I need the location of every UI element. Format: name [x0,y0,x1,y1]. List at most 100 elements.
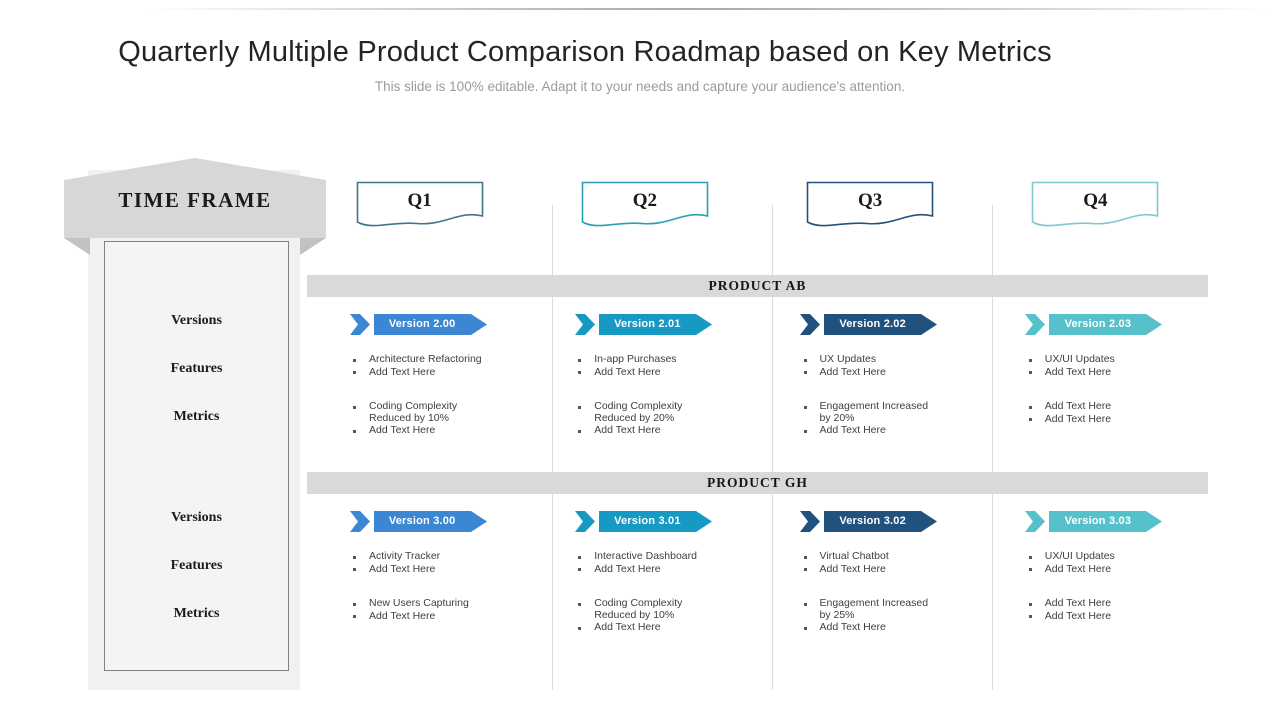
timeframe-label-features-1: Features [170,361,223,376]
list-item: Add Text Here [576,366,726,379]
list-item: Virtual Chatbot [802,550,952,563]
timeframe-title: TIME FRAME [118,188,272,212]
list-item: Add Text Here [802,424,952,437]
product-band-ab: PRODUCT AB [307,275,1208,297]
flag-wave-icon [356,181,483,227]
version-badge: Version 3.02 [800,510,940,533]
feature-list: Activity Tracker Add Text Here [351,550,501,576]
list-item: Add Text Here [576,621,726,634]
list-item: Add Text Here [1027,610,1177,623]
list-item: Add Text Here [1027,413,1177,426]
metric-list: New Users Capturing Add Text Here [351,597,501,623]
cell-ab-q3: Version 2.02 UX Updates Add Text Here En… [758,297,983,472]
flag-wave-icon [806,181,934,227]
timeframe-box [104,241,289,671]
list-item: UX Updates [802,353,952,366]
cell-gh-q1: Version 3.00 Activity Tracker Add Text H… [307,494,532,669]
list-item: Add Text Here [351,563,501,576]
list-item: Architecture Refactoring [351,353,501,366]
metric-list: Add Text Here Add Text Here [1027,400,1177,426]
quarter-header-row: Q1 Q2 Q3 Q4 [307,178,1208,238]
metric-list: Engagement Increased by 25% Add Text Her… [802,597,952,635]
list-item: New Users Capturing [351,597,501,610]
timeframe-label-metrics-1: Metrics [173,409,220,424]
version-arrow-icon [349,314,487,335]
product-band-gh: PRODUCT GH [307,472,1208,494]
timeframe-label-metrics-2: Metrics [173,606,220,621]
column-divider [992,205,993,690]
timeframe-ribbon-icon [64,158,326,255]
version-badge: Version 2.03 [1025,313,1165,336]
list-item: Coding Complexity Reduced by 10% [576,597,726,621]
version-arrow-icon [1025,314,1163,335]
list-item: Add Text Here [576,563,726,576]
feature-list: Interactive Dashboard Add Text Here [576,550,726,576]
cell-ab-q1: Version 2.00 Architecture Refactoring Ad… [307,297,532,472]
metric-list: Add Text Here Add Text Here [1027,597,1177,623]
list-item: Coding Complexity Reduced by 10% [351,400,501,424]
cell-gh-q4: Version 3.03 UX/UI Updates Add Text Here… [983,494,1208,669]
version-badge: Version 3.00 [349,510,490,533]
timeframe-label-versions-1: Versions [171,313,222,328]
version-label: Version 2.00 [388,318,456,330]
list-item: Interactive Dashboard [576,550,726,563]
list-item: Add Text Here [802,621,952,634]
list-item: Activity Tracker [351,550,501,563]
list-item: Add Text Here [351,610,501,623]
version-label: Version 2.02 [839,318,906,330]
version-label: Version 2.01 [614,318,681,330]
list-item: Add Text Here [1027,366,1177,379]
feature-list: UX/UI Updates Add Text Here [1027,550,1177,576]
quarter-flag-q4: Q4 [1031,181,1159,231]
version-badge: Version 3.01 [574,510,715,533]
timeframe-label-features-2: Features [170,558,223,573]
quarter-flag-q3: Q3 [806,181,934,231]
version-arrow-icon [574,511,712,532]
quarter-label: Q3 [857,190,883,211]
version-label: Version 3.01 [614,515,681,527]
quarter-label: Q2 [632,190,658,211]
version-label: Version 2.03 [1064,318,1132,330]
version-arrow-icon [349,511,487,532]
list-item: Add Text Here [1027,597,1177,610]
list-item: Add Text Here [1027,400,1177,413]
page-subtitle: This slide is 100% editable. Adapt it to… [374,79,906,94]
cell-gh-q3: Version 3.02 Virtual Chatbot Add Text He… [758,494,983,669]
feature-list: Virtual Chatbot Add Text Here [802,550,952,576]
list-item: Engagement Increased by 20% [802,400,952,424]
version-arrow-icon [800,511,938,532]
quarter-label: Q1 [407,190,432,211]
version-badge: Version 3.03 [1025,510,1165,533]
list-item: UX/UI Updates [1027,550,1177,563]
version-label: Version 3.02 [839,515,906,527]
feature-list: Architecture Refactoring Add Text Here [351,353,501,379]
version-badge: Version 2.02 [800,313,940,336]
list-item: UX/UI Updates [1027,353,1177,366]
list-item: In-app Purchases [576,353,726,366]
quarter-flag-q2: Q2 [581,181,709,231]
list-item: Engagement Increased by 25% [802,597,952,621]
version-label: Version 3.03 [1064,515,1132,527]
metric-list: Engagement Increased by 20% Add Text Her… [802,400,952,438]
quarter-flag-q1: Q1 [356,181,484,231]
metric-list: Coding Complexity Reduced by 10% Add Tex… [351,400,501,438]
cell-ab-q4: Version 2.03 UX/UI Updates Add Text Here… [983,297,1208,472]
list-item: Add Text Here [802,563,952,576]
version-badge: Version 2.00 [349,313,490,336]
feature-list: UX Updates Add Text Here [802,353,952,379]
page-title: Quarterly Multiple Product Comparison Ro… [118,36,1052,68]
product-ab-row: Version 2.00 Architecture Refactoring Ad… [307,297,1208,472]
version-arrow-icon [1025,511,1163,532]
metric-list: Coding Complexity Reduced by 10% Add Tex… [576,597,726,635]
column-divider [772,205,773,690]
quarter-label: Q4 [1083,190,1108,211]
timeframe-label-versions-2: Versions [171,510,222,525]
feature-list: UX/UI Updates Add Text Here [1027,353,1177,379]
list-item: Add Text Here [351,366,501,379]
column-divider [552,205,553,690]
version-badge: Version 2.01 [574,313,715,336]
cell-gh-q2: Version 3.01 Interactive Dashboard Add T… [532,494,757,669]
list-item: Add Text Here [576,424,726,437]
version-arrow-icon [574,314,712,335]
